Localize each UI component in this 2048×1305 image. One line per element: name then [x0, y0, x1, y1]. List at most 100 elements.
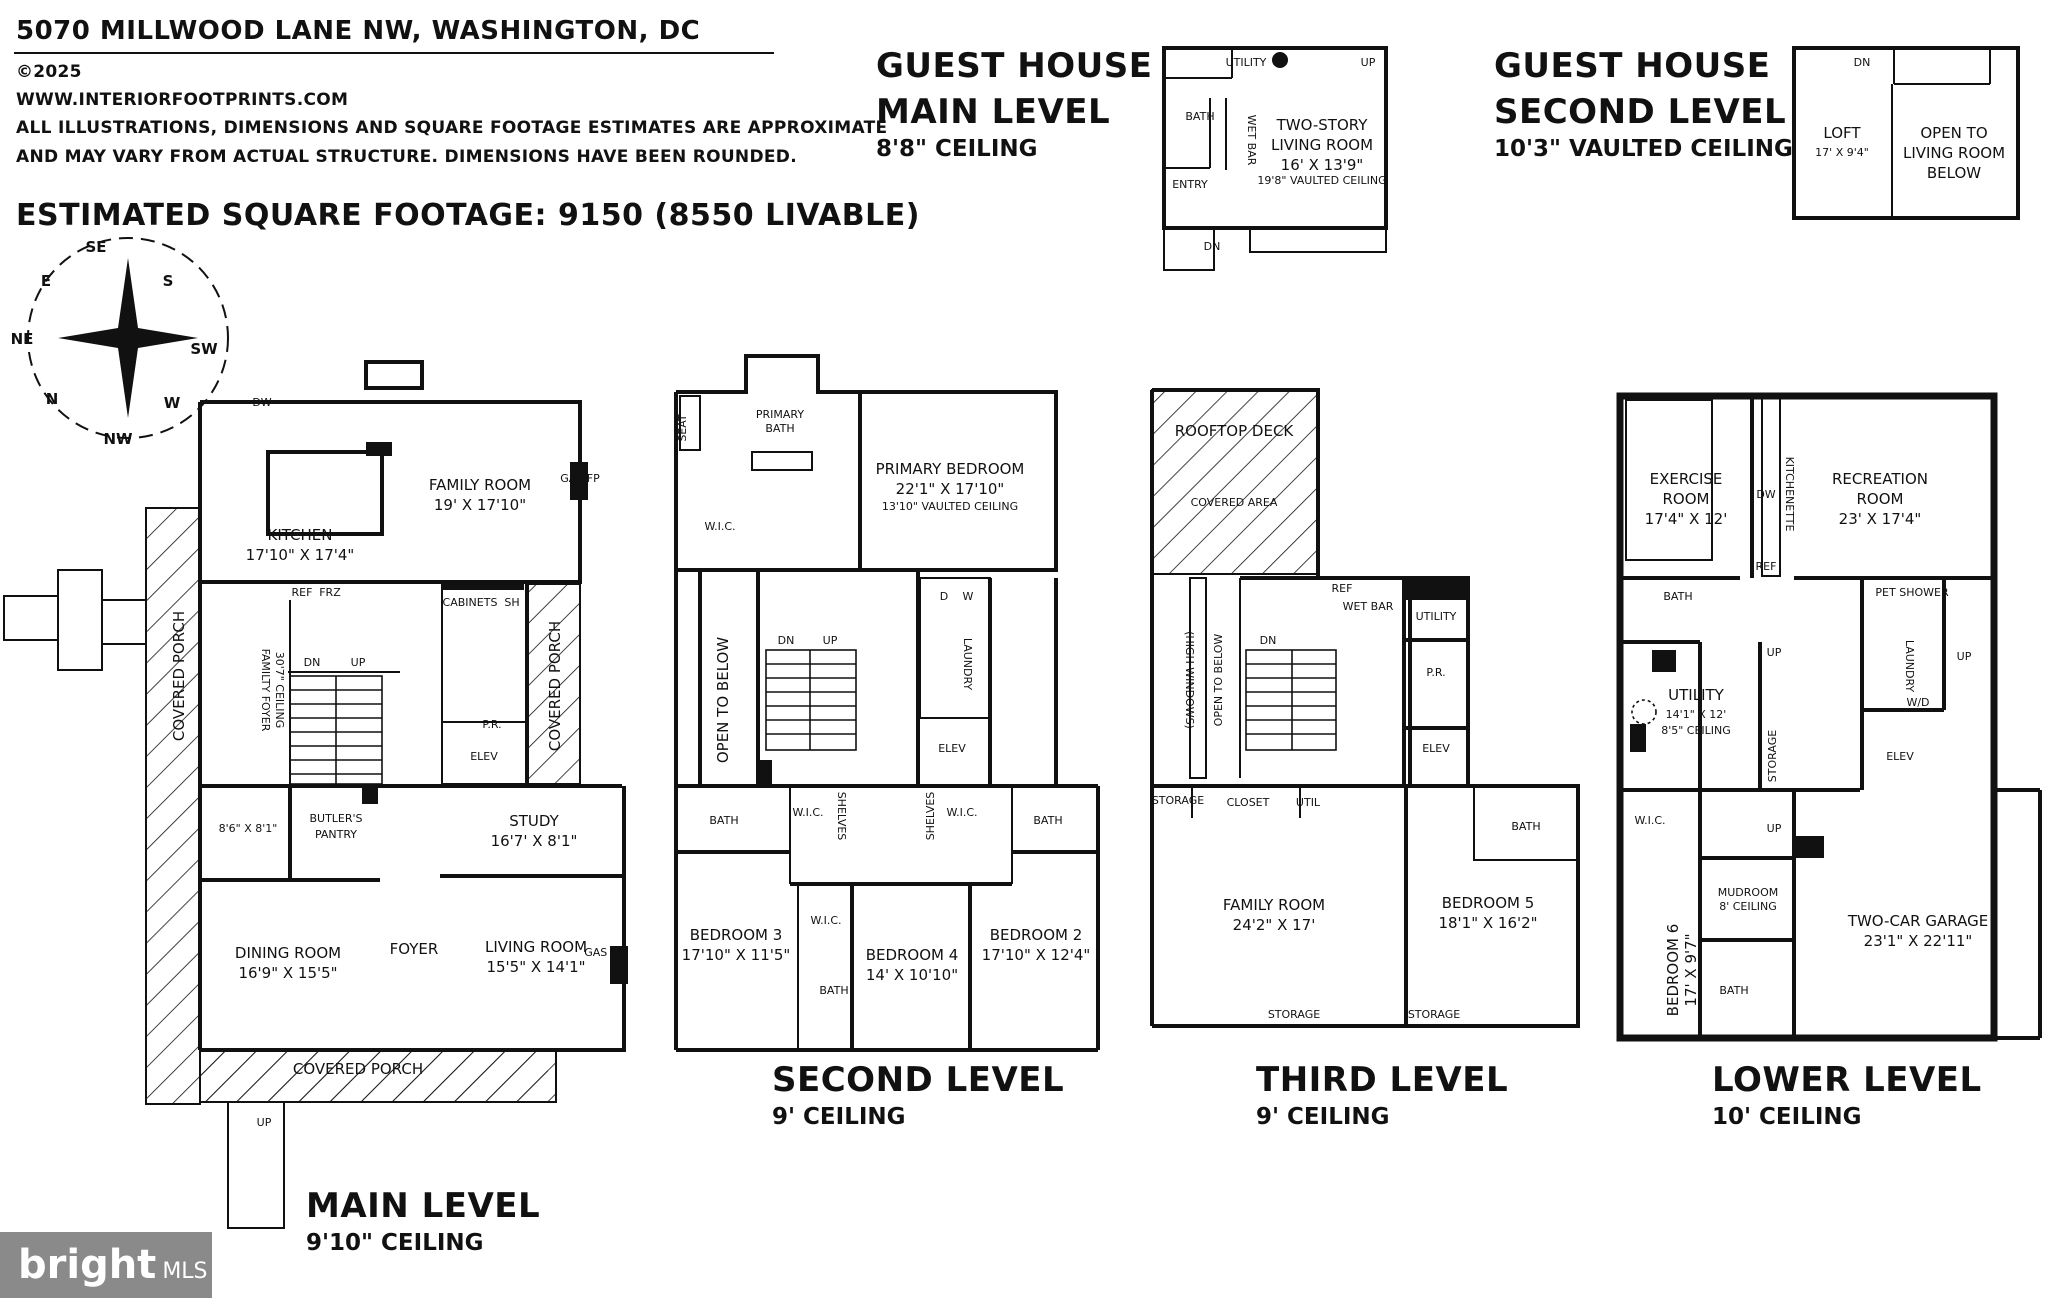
label: DN	[778, 634, 795, 647]
label: GAS FP	[584, 946, 624, 959]
room-dimensions: 17'10" X 17'4"	[246, 546, 355, 564]
logo-brand: bright	[18, 1242, 157, 1288]
guest-main-title-1: GUEST HOUSE	[876, 46, 1153, 86]
label: OPEN TO BELOW	[714, 637, 732, 763]
room-label: TWO-CAR GARAGE	[1847, 912, 1988, 930]
room-label: ROOM	[1857, 490, 1904, 508]
room-label: LIVING ROOM	[1271, 136, 1373, 154]
property-address: 5070 MILLWOOD LANE NW, WASHINGTON, DC	[16, 16, 701, 46]
label: BATH	[1511, 820, 1540, 833]
room-label: BEDROOM 6	[1664, 924, 1682, 1017]
room-dimensions: 14' X 10'10"	[866, 966, 958, 984]
guest-house-second-plan: DN LOFT 17' X 9'4" OPEN TO LIVING ROOM B…	[1792, 46, 2020, 220]
label: W.I.C.	[1634, 814, 1665, 827]
guest-main-title-2: MAIN LEVEL	[876, 92, 1111, 132]
room-dimensions: 24'2" X 17'	[1233, 916, 1316, 934]
label: UP	[351, 656, 366, 669]
room-label: BEDROOM 5	[1442, 894, 1535, 912]
compass-label: NW	[103, 430, 133, 448]
room-dimensions: 16' X 13'9"	[1281, 156, 1364, 174]
room-dimensions: 19' X 17'10"	[434, 496, 526, 514]
label: W.I.C.	[810, 914, 841, 927]
label: STORAGE	[1766, 730, 1779, 782]
guest-second-title-1: GUEST HOUSE	[1494, 46, 1771, 86]
label: W/D	[1906, 696, 1929, 709]
label: ELEV	[470, 750, 498, 763]
room-label: FOYER	[390, 940, 439, 958]
label: BATH	[1033, 814, 1062, 827]
label: WET BAR	[1343, 600, 1394, 613]
copyright-text: ©2025	[16, 62, 82, 82]
label: STORAGE	[1408, 1008, 1460, 1021]
label: UP	[823, 634, 838, 647]
label: DN	[1854, 56, 1871, 69]
room-dimensions: 17'10" X 12'4"	[982, 946, 1091, 964]
label: (HIGH WINDOWS)	[1183, 631, 1196, 729]
label: D	[940, 590, 948, 603]
label: GAS FP	[560, 472, 600, 485]
room-label: LOFT	[1823, 124, 1861, 142]
disclaimer-line-1: ALL ILLUSTRATIONS, DIMENSIONS AND SQUARE…	[16, 118, 888, 138]
label: OPEN TO	[1920, 124, 1987, 142]
room-dimensions: 18'1" X 16'2"	[1438, 914, 1537, 932]
second-level-ceiling: 9' CEILING	[772, 1104, 906, 1130]
room-ceiling: 8'5" CEILING	[1661, 724, 1731, 737]
label: W.I.C.	[946, 806, 977, 819]
room-dimensions: 17' X 9'4"	[1815, 146, 1869, 159]
room-label: BEDROOM 4	[866, 946, 959, 964]
label: COVERED PORCH	[170, 611, 188, 741]
room-label: RECREATION	[1832, 470, 1928, 488]
label: LAUNDRY	[961, 638, 974, 691]
label: ELEV	[938, 742, 966, 755]
room-label: ROOM	[1663, 490, 1710, 508]
compass-rose-icon: SE S SW W NW N NE E	[11, 237, 229, 448]
guest-second-title-2: SECOND LEVEL	[1494, 92, 1787, 132]
guest-main-ceiling: 8'8" CEILING	[876, 136, 1038, 162]
label: P.R.	[1426, 666, 1445, 679]
label: LIVING ROOM	[1903, 144, 2005, 162]
room-dimensions: 8'6" X 8'1"	[219, 822, 278, 835]
label: WET BAR	[1245, 115, 1258, 166]
label: UTILITY	[1416, 610, 1457, 623]
third-level-ceiling: 9' CEILING	[1256, 1104, 1390, 1130]
label: DN	[1260, 634, 1277, 647]
label: FRZ	[319, 586, 341, 599]
label: CLOSET	[1227, 796, 1270, 809]
room-label: MUDROOM	[1718, 886, 1778, 899]
label: UTIL	[1296, 796, 1321, 809]
label: W	[963, 590, 974, 603]
room-label: BEDROOM 2	[990, 926, 1083, 944]
label: REF	[1332, 582, 1353, 595]
website-text[interactable]: WWW.INTERIORFOOTPRINTS.COM	[16, 90, 349, 110]
room-dimensions: 17' X 9'7"	[1682, 933, 1700, 1006]
label: BELOW	[1927, 164, 1981, 182]
label: UP	[1767, 646, 1782, 659]
label: P.R.	[482, 718, 501, 731]
label: REF	[292, 586, 313, 599]
third-level-plan: ROOFTOP DECK COVERED AREA REF WET BAR UT…	[1150, 388, 1580, 1028]
label: DN	[304, 656, 321, 669]
room-label: UTILITY	[1668, 686, 1725, 704]
label: BATH	[819, 984, 848, 997]
room-ceiling: 13'10" VAULTED CEILING	[882, 500, 1018, 513]
label: CABINETS	[443, 596, 498, 609]
label: PET SHOWER	[1875, 586, 1949, 599]
guest-second-ceiling: 10'3" VAULTED CEILING	[1494, 136, 1793, 162]
room-dimensions: 14'1" X 12'	[1666, 708, 1727, 721]
label: COVERED PORCH	[293, 1060, 423, 1078]
room-label: FAMILY ROOM	[1223, 896, 1325, 914]
room-label: BEDROOM 3	[690, 926, 783, 944]
room-label: FAMILY ROOM	[429, 476, 531, 494]
label: KITCHENETTE	[1783, 457, 1796, 532]
lower-level-ceiling: 10' CEILING	[1712, 1104, 1862, 1130]
room-label: EXERCISE	[1650, 470, 1723, 488]
room-label: FAMILTY FOYER	[259, 649, 272, 732]
lower-level-plan: EXERCISE ROOM 17'4" X 12' KITCHENETTE DW…	[1616, 392, 2042, 1042]
main-level-ceiling: 9'10" CEILING	[306, 1230, 484, 1256]
room-dimensions: 15'5" X 14'1"	[486, 958, 585, 976]
label: COVERED PORCH	[546, 621, 564, 751]
label: UP	[1957, 650, 1972, 663]
label: W.I.C.	[792, 806, 823, 819]
